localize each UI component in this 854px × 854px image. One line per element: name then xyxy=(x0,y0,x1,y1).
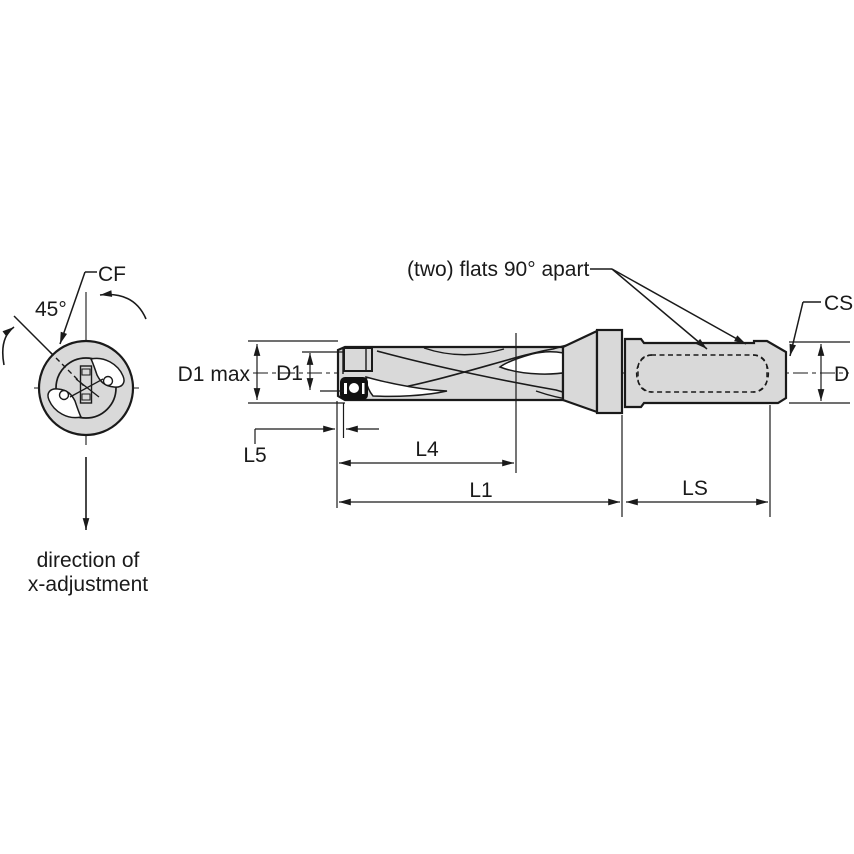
clamp-screw-right xyxy=(102,375,114,387)
dim-l5 xyxy=(254,425,379,444)
dim-d1 xyxy=(302,351,344,392)
flute-pocket-left xyxy=(47,388,83,419)
insert-screw xyxy=(349,383,359,393)
clamp-screw-left xyxy=(58,389,70,401)
dim-l1 xyxy=(339,415,623,517)
center-insert-top xyxy=(81,368,91,376)
cs-label: CS xyxy=(824,292,853,315)
center-insert-bottom xyxy=(81,393,91,401)
l1-label: L1 xyxy=(469,479,492,502)
center-edge-2 xyxy=(75,378,100,398)
d1-max-label: D1 max xyxy=(178,363,251,386)
shank-flat-end-right xyxy=(752,354,770,393)
center-slot xyxy=(79,365,93,404)
flute-top-runout xyxy=(423,347,505,356)
flute-pocket-right xyxy=(89,357,125,388)
dim-d1-max xyxy=(248,340,345,404)
inner-circle xyxy=(55,357,117,419)
direction-label-line2: x-adjustment xyxy=(28,573,148,596)
dim-d xyxy=(789,341,850,404)
end-view xyxy=(1,271,147,530)
l5-label: L5 xyxy=(243,444,266,467)
dim-l4 xyxy=(339,333,517,473)
rotation-arrow-right xyxy=(99,290,147,320)
dim-ls xyxy=(626,405,771,517)
angle-45-label: 45° xyxy=(35,298,67,321)
cs-leader xyxy=(789,301,821,357)
shank-flat-dashed xyxy=(637,354,768,393)
labels: CF 45° direction of x-adjustment (two) f… xyxy=(28,258,853,596)
ls-label: LS xyxy=(682,477,708,500)
tip-gullet xyxy=(365,376,448,398)
direction-label-line1: direction of xyxy=(37,549,140,572)
d-label: D xyxy=(834,363,849,386)
shank-flat-end-left xyxy=(635,354,653,393)
cone-transition xyxy=(561,329,599,414)
insert-top xyxy=(343,347,373,372)
cf-leader xyxy=(59,271,86,345)
l4-label: L4 xyxy=(415,438,439,461)
angle-45-line xyxy=(13,315,53,355)
flats-leaders xyxy=(590,268,747,350)
insert-slit-right xyxy=(362,383,365,394)
cf-label: CF xyxy=(98,263,126,286)
rotation-arrow-left xyxy=(1,326,15,366)
flats-note: (two) flats 90° apart xyxy=(407,258,589,281)
d1-label: D1 xyxy=(276,362,303,385)
shank xyxy=(623,337,788,409)
insert-slit-left xyxy=(344,383,347,394)
side-view xyxy=(253,328,849,415)
dimensions xyxy=(248,268,850,517)
flange-collar xyxy=(595,328,624,415)
